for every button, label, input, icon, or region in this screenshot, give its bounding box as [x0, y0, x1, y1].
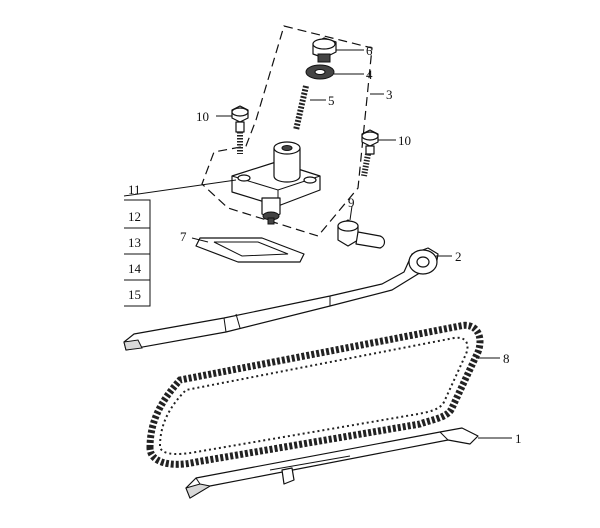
callout-3: 3: [386, 87, 393, 102]
bolt-10-right: [361, 129, 379, 177]
gasket-7: [195, 237, 305, 263]
callout-9: 9: [348, 195, 355, 210]
washer-4: [305, 64, 335, 80]
bolt-10-left: [231, 105, 249, 154]
callout-7: 7: [180, 229, 187, 244]
leader-lines: [123, 49, 512, 439]
chain-guide-upper: [123, 247, 439, 351]
callout-14: 14: [128, 261, 142, 276]
callout-11: 11: [128, 182, 141, 197]
bolt-6: [312, 37, 337, 63]
callout-4: 4: [366, 67, 373, 82]
callout-13: 13: [128, 235, 141, 250]
callout-8: 8: [503, 351, 510, 366]
callout-6: 6: [366, 43, 373, 58]
drive-chain: [146, 321, 484, 468]
tensioner-assembly-boundary: [201, 25, 373, 237]
callout-10-left: 10: [196, 109, 209, 124]
tensioner-body: [231, 141, 321, 225]
callout-12: 12: [128, 209, 141, 224]
callout-10-right: 10: [398, 133, 411, 148]
pivot-bolt-9: [337, 219, 386, 249]
spring-5: [293, 85, 309, 131]
callout-2: 2: [455, 249, 462, 264]
callout-1: 1: [515, 431, 522, 446]
chain-guide-lower: [185, 427, 479, 499]
callout-5: 5: [328, 93, 335, 108]
callout-15: 15: [128, 287, 141, 302]
